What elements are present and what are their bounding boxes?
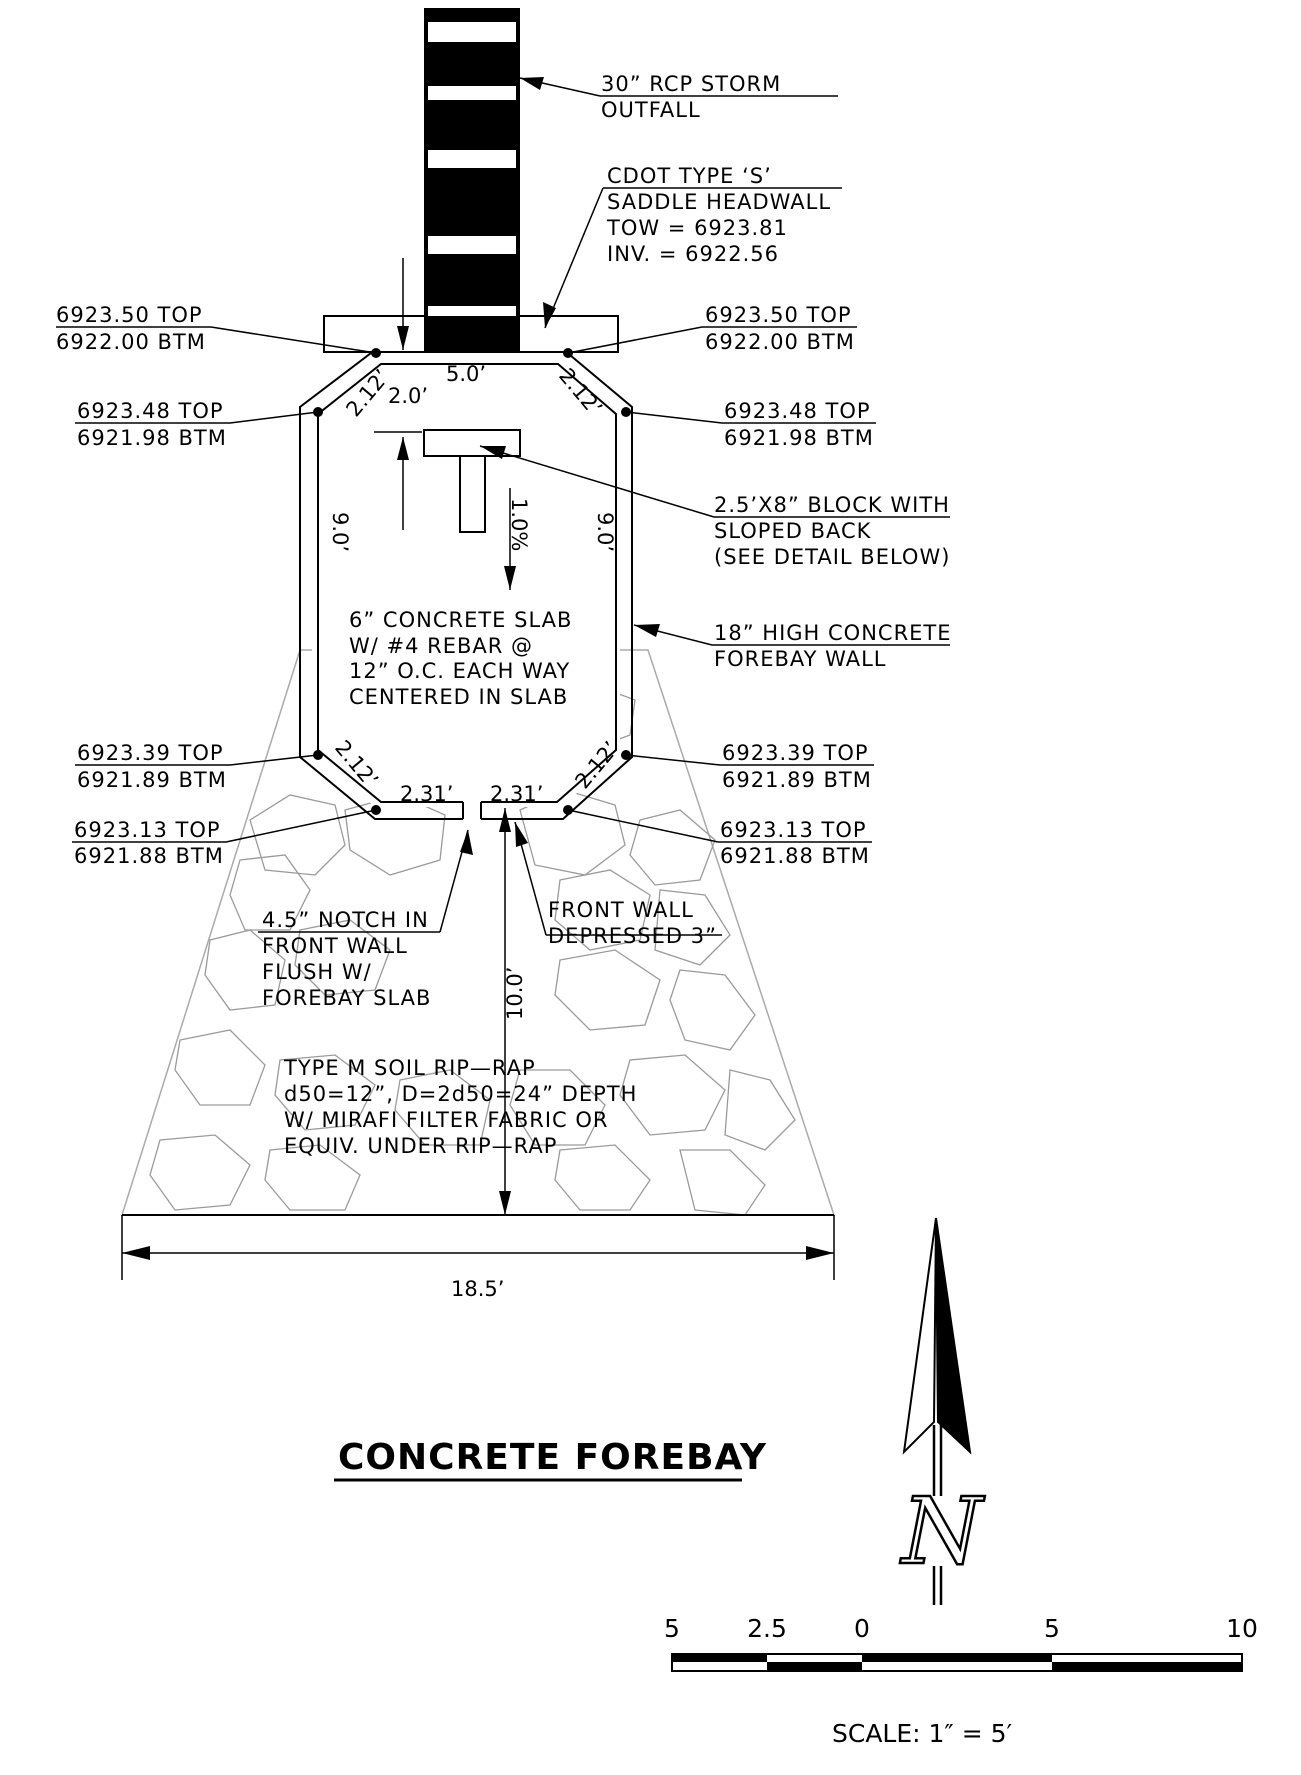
front-wall-note-line1: FRONT WALL — [548, 898, 694, 922]
scale-bar: 5 2.5 0 5 10 SCALE: 1″ = 5′ — [664, 1614, 1258, 1748]
slab-note-line3: 12” O.C. EACH WAY — [349, 659, 570, 683]
elev-upper-right-btm: 6921.98 BTM — [724, 426, 874, 450]
slab-note-line4: CENTERED IN SLAB — [349, 685, 568, 709]
elev-bottom-right-top: 6923.13 TOP — [720, 818, 867, 842]
headwall-tow: TOW = 6923.81 — [606, 216, 788, 240]
elev-upper-right-top: 6923.48 TOP — [724, 399, 871, 423]
headwall-invert: INV. = 6922.56 — [607, 242, 779, 266]
block-label-line2: SLOPED BACK — [714, 519, 872, 543]
elev-lower-right-top: 6923.39 TOP — [722, 741, 869, 765]
headwall-label-line2: SADDLE HEADWALL — [607, 190, 831, 214]
leader-lines — [56, 77, 950, 936]
north-letter: N — [900, 1478, 986, 1585]
scale-tick-5-left: 5 — [664, 1614, 680, 1643]
north-arrow-icon: N — [899, 1217, 987, 1605]
elev-top-left-top: 6923.50 TOP — [56, 303, 203, 327]
dim-slope: 1.0% — [507, 498, 531, 551]
dim-side-right: 9.0’ — [593, 512, 617, 552]
elev-bottom-right-btm: 6921.88 BTM — [720, 844, 870, 868]
riprap-note-line2: d50=12”, D=2d50=24” DEPTH — [284, 1082, 637, 1106]
notch-note-line4: FOREBAY SLAB — [262, 986, 431, 1010]
elev-top-right-btm: 6922.00 BTM — [705, 330, 855, 354]
scale-tick-5-right: 5 — [1044, 1614, 1060, 1643]
wall-label-line2: FOREBAY WALL — [714, 647, 887, 671]
drawing-title: CONCRETE FOREBAY — [338, 1437, 767, 1478]
dim-offset: 2.0’ — [388, 384, 428, 408]
dim-riprap-width: 18.5’ — [451, 1277, 504, 1301]
dim-front-right: 2.31’ — [490, 782, 543, 806]
riprap-note-line3: W/ MIRAFI FILTER FABRIC OR — [284, 1108, 609, 1132]
elev-lower-right-btm: 6921.89 BTM — [722, 768, 872, 792]
elev-bottom-left-top: 6923.13 TOP — [74, 818, 221, 842]
scale-tick-10: 10 — [1226, 1614, 1258, 1643]
rcp-pipe — [424, 8, 520, 352]
block-label-line1: 2.5’X8” BLOCK WITH — [714, 493, 950, 517]
slab-note-line2: W/ #4 REBAR @ — [349, 634, 533, 658]
elev-lower-left-btm: 6921.89 BTM — [77, 768, 227, 792]
scale-note: SCALE: 1″ = 5′ — [832, 1719, 1013, 1748]
dim-riprap-length: 10.0’ — [503, 967, 527, 1020]
pipe-label-line2: OUTFALL — [601, 98, 701, 122]
block-label-line3: (SEE DETAIL BELOW) — [714, 545, 950, 569]
elev-top-left-btm: 6922.00 BTM — [56, 330, 206, 354]
slab-note-line1: 6” CONCRETE SLAB — [349, 608, 572, 632]
scale-tick-0: 0 — [854, 1614, 870, 1643]
elev-top-right-top: 6923.50 TOP — [705, 303, 852, 327]
notch-note-line2: FRONT WALL — [262, 934, 408, 958]
headwall-label-line1: CDOT TYPE ‘S’ — [607, 164, 772, 188]
dim-front-left: 2.31’ — [400, 782, 453, 806]
dim-top-width: 5.0’ — [446, 362, 486, 386]
scale-tick-2-5: 2.5 — [747, 1614, 787, 1643]
dim-side-left: 9.0’ — [328, 512, 352, 552]
elev-upper-left-btm: 6921.98 BTM — [77, 426, 227, 450]
wall-label-line1: 18” HIGH CONCRETE — [714, 621, 952, 645]
pipe-label-line1: 30” RCP STORM — [601, 72, 781, 96]
riprap-note-line1: TYPE M SOIL RIP—RAP — [283, 1056, 536, 1080]
dimension-lines — [121, 258, 835, 1280]
front-wall-note-line2: DEPRESSED 3” — [548, 924, 717, 948]
riprap-apron — [120, 649, 836, 1216]
elev-bottom-left-btm: 6921.88 BTM — [74, 844, 224, 868]
notch-note-line3: FLUSH W/ — [262, 960, 372, 984]
elev-lower-left-top: 6923.39 TOP — [77, 741, 224, 765]
riprap-note-line4: EQUIV. UNDER RIP—RAP — [284, 1134, 557, 1158]
elev-upper-left-top: 6923.48 TOP — [77, 399, 224, 423]
notch-note-line1: 4.5” NOTCH IN — [262, 908, 429, 932]
